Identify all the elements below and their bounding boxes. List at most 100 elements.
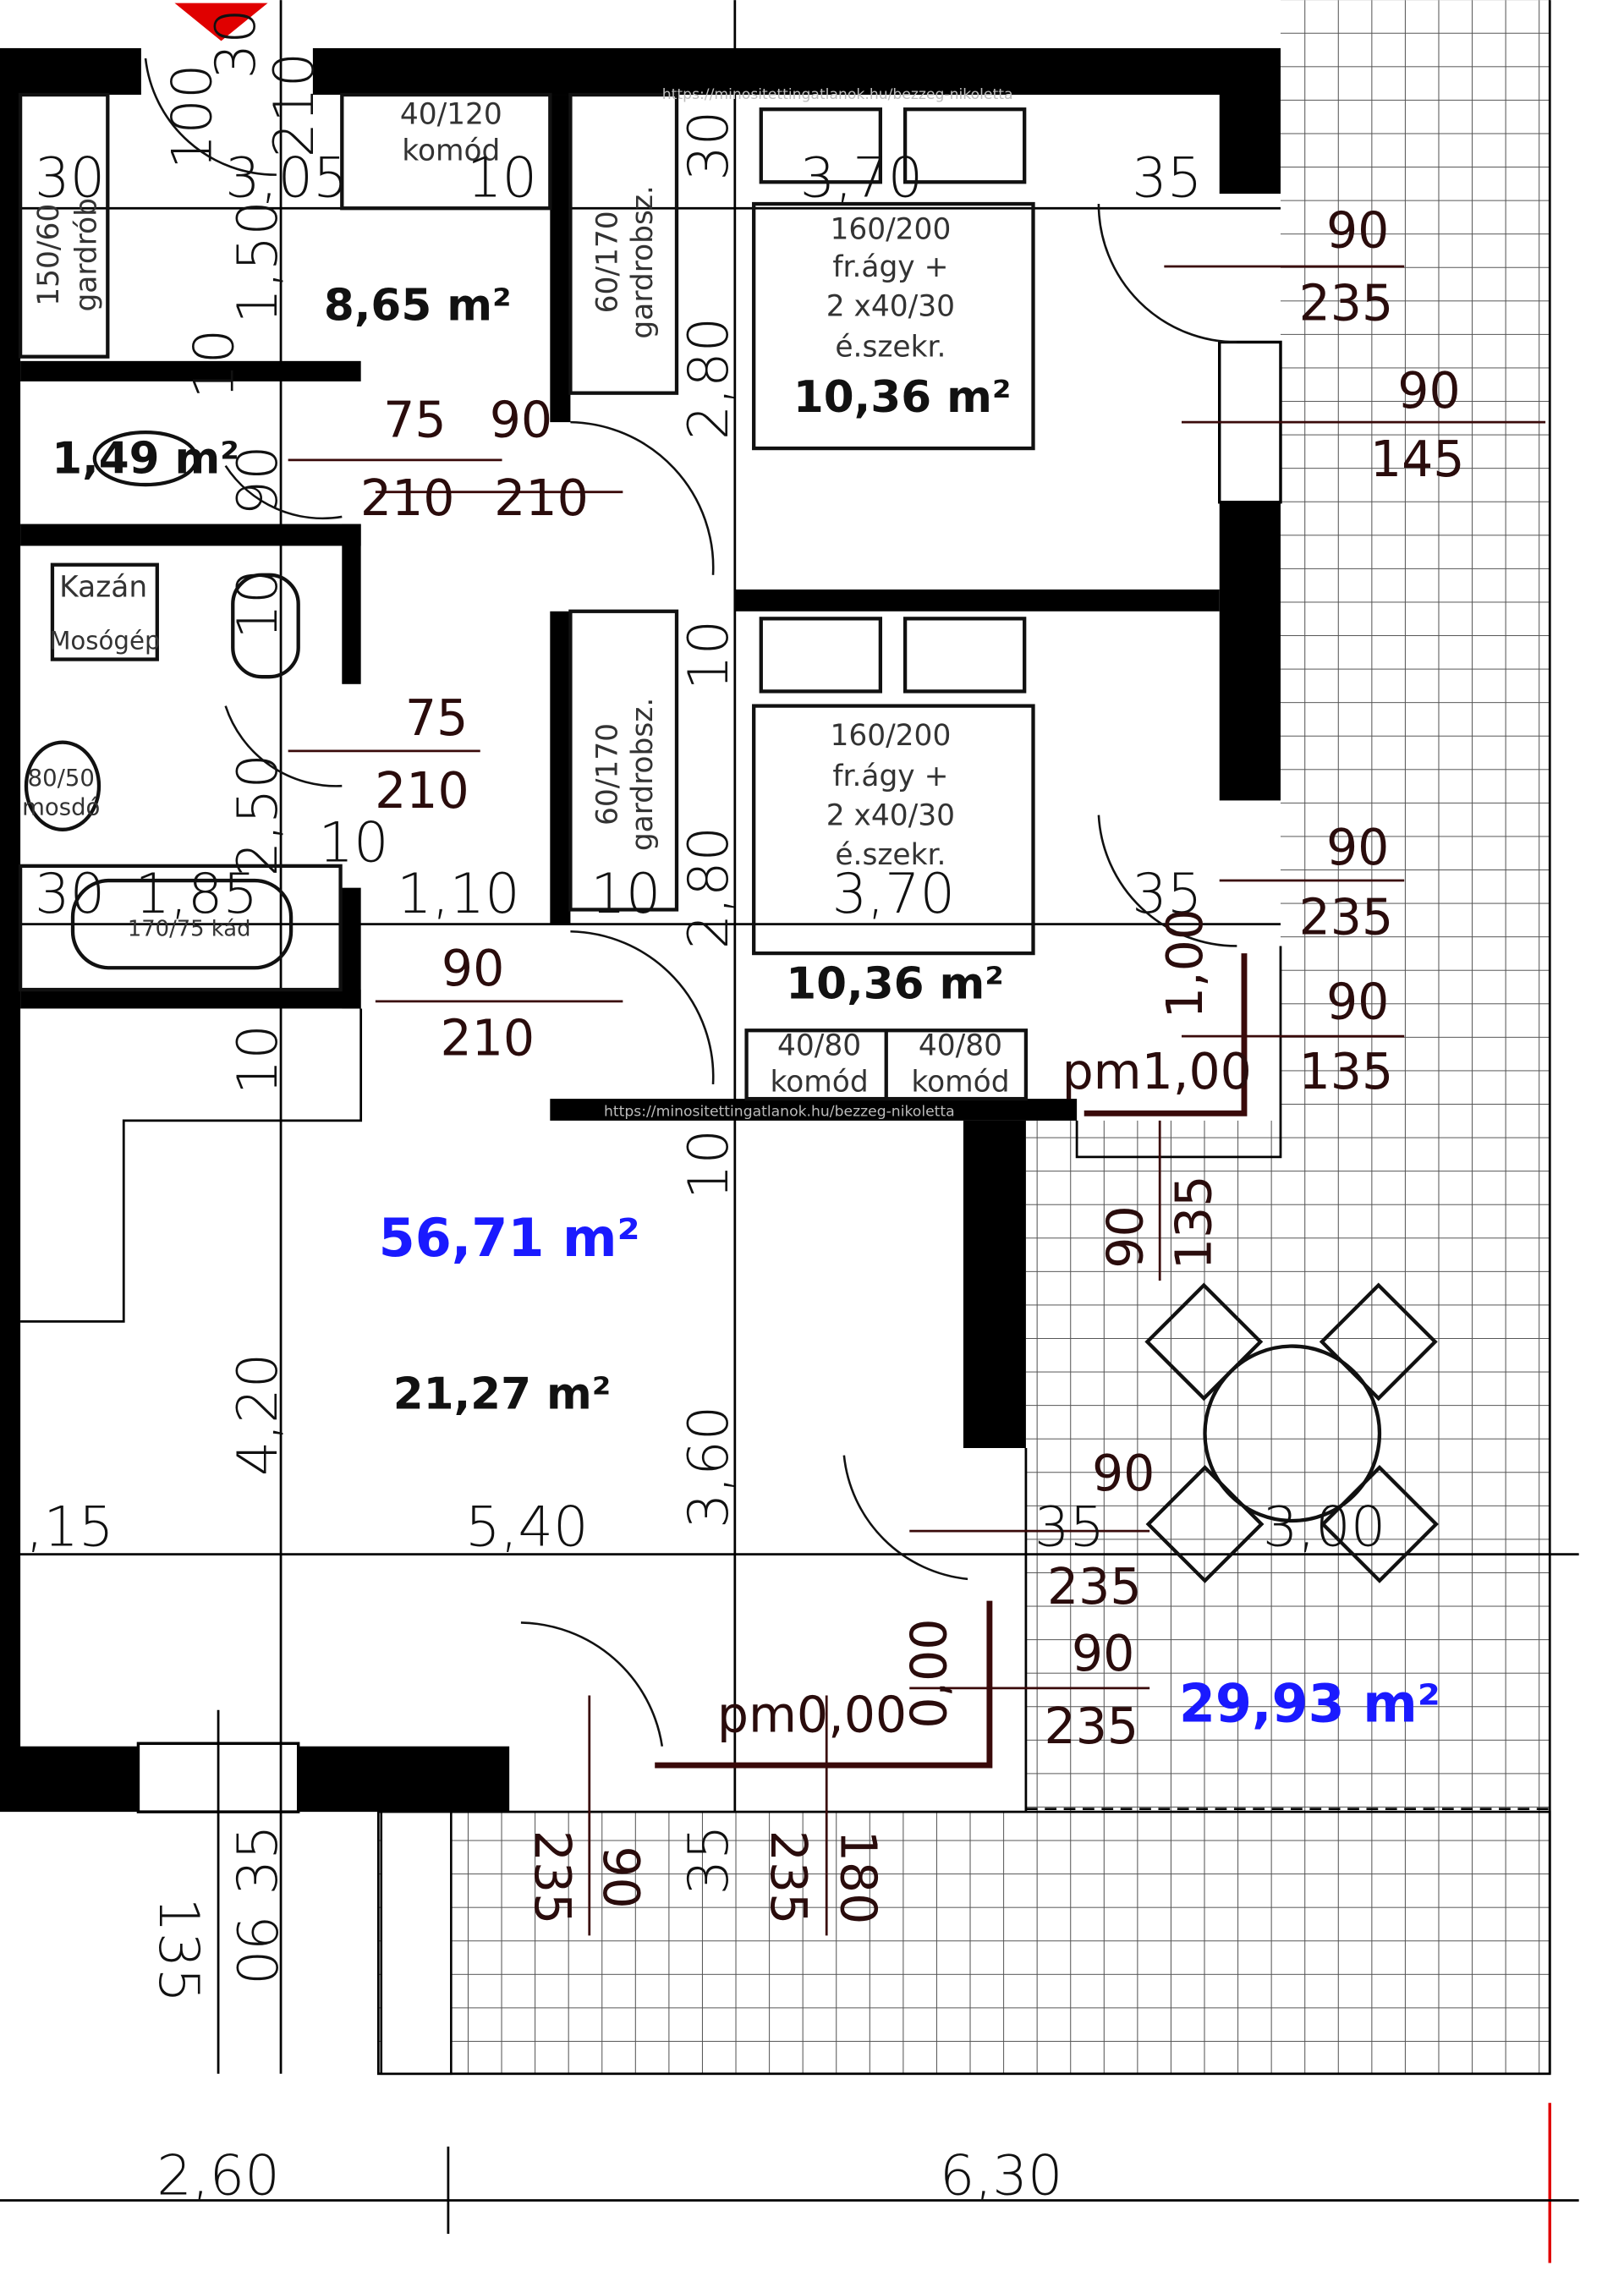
- dimension-label: 90: [223, 1915, 288, 1985]
- dimension-label: 3,70: [832, 862, 956, 926]
- dimension-label: 210: [494, 469, 589, 527]
- dimension-label: 1,00: [1156, 908, 1214, 1018]
- dimension-label: 235: [760, 1830, 817, 1925]
- furniture-label: é.szekr.: [835, 331, 946, 365]
- area-label-bedroom-hall: 8,65 m²: [324, 281, 512, 332]
- furniture-label: 170/75 kád: [128, 916, 251, 941]
- dimension-label: 2,80: [677, 317, 741, 441]
- terrace-tiles: [376, 0, 1551, 2076]
- dimension-label: 10: [226, 569, 290, 639]
- area-label-bedroom1: 10,36 m²: [793, 372, 1012, 423]
- dimension-label: 10: [677, 1129, 741, 1199]
- dimension-label: 90: [1326, 973, 1389, 1030]
- dimension-label: 5,40: [465, 1495, 589, 1559]
- dimension-label: 30: [677, 111, 741, 181]
- furniture-label: komód: [771, 1066, 869, 1100]
- furniture-label: fr.ágy +: [832, 250, 948, 284]
- dimension-label: 35: [1132, 862, 1202, 926]
- furniture-label: 60/170: [590, 211, 624, 313]
- dimension-label: 3,60: [677, 1406, 741, 1529]
- furniture-label: gardrobsz.: [626, 698, 660, 851]
- dimension-label: 3,70: [800, 145, 924, 210]
- dimension-label: 10: [590, 862, 661, 926]
- dimension-label: 135: [1299, 1043, 1394, 1100]
- furniture-label: 80/50: [28, 765, 95, 792]
- dimension-label: 3,00: [1263, 1495, 1386, 1559]
- dimension-label: 210: [441, 1009, 535, 1067]
- furniture-label: Kazán: [59, 571, 147, 605]
- furniture-label: 40/80: [919, 1029, 1002, 1062]
- dimension-label: 30: [204, 8, 268, 79]
- dimension-label: 0,00: [900, 1619, 957, 1729]
- dimension-label: 10: [677, 620, 741, 690]
- dimension-label: 210: [262, 52, 326, 158]
- dimension-label: 235: [1047, 1558, 1142, 1616]
- dimension-label: 90: [442, 940, 504, 997]
- dimension-label: 210: [375, 762, 469, 820]
- dimension-label: 145: [1370, 431, 1465, 488]
- area-label-bedroom2: 10,36 m²: [786, 958, 1004, 1009]
- dimension-label: 30: [35, 862, 105, 926]
- dimension-label: 90: [1326, 819, 1389, 876]
- furniture-label: Mosógép: [49, 626, 160, 655]
- dimension-label: 75: [405, 689, 468, 747]
- dimension-label: 90: [1326, 202, 1389, 260]
- dimension-label: 4,20: [226, 1353, 290, 1477]
- furniture-label: komód: [911, 1066, 1009, 1100]
- dimension-label: 90: [592, 1846, 650, 1908]
- dimension-label: 10: [182, 329, 246, 399]
- dimension-label: 35: [1132, 145, 1202, 210]
- dimension-label: 3,05: [225, 145, 348, 210]
- dimension-label: 235: [1045, 1698, 1139, 1755]
- furniture-label: 160/200: [830, 212, 951, 246]
- dimension-label: 30: [35, 145, 105, 210]
- dimension-label: 90: [1072, 1625, 1134, 1682]
- dimension-label: 2,50: [226, 754, 290, 877]
- furniture-label: gardrobsz.: [626, 185, 660, 338]
- furniture-label: 150/60: [32, 204, 66, 306]
- watermark: https://minositettingatlanok.hu/bezzeg-n…: [662, 86, 1013, 103]
- dimension-label: pm0,00: [717, 1686, 907, 1743]
- furniture-label: komód: [402, 134, 500, 167]
- dimension-label: 35: [226, 1824, 290, 1895]
- furniture-label: é.szekr.: [835, 838, 946, 872]
- entrance-marker-icon: [174, 3, 268, 41]
- furniture-label: 40/80: [777, 1029, 861, 1062]
- furniture: [18, 92, 1439, 1769]
- dimension-label: 235: [1299, 275, 1394, 332]
- dimension-label: 135: [1165, 1176, 1222, 1270]
- dimension-label: 10: [226, 1024, 290, 1094]
- dimension-label: 1,10: [397, 862, 520, 926]
- dimension-label: 35: [1034, 1495, 1105, 1559]
- dimension-labels-vertical: 100 30 210 30 1,50 10 2,80 90 10 10 2,50…: [146, 8, 1222, 2003]
- dimension-label: 180: [829, 1830, 886, 1925]
- furniture-label: 160/200: [830, 719, 951, 753]
- door-swings: [144, 58, 1237, 1747]
- dimension-label: 235: [524, 1830, 581, 1925]
- dimension-label: ,15: [26, 1495, 114, 1559]
- dimension-labels: 30 3,05 10 3,70 35 90 235 90 145 75 90 2…: [26, 145, 1465, 2208]
- dimension-label: 10: [318, 811, 388, 875]
- dimension-label: 135: [146, 1897, 211, 2003]
- dimension-label: 2,80: [677, 826, 741, 950]
- walls: [0, 0, 1579, 2074]
- area-label-total: 56,71 m²: [379, 1208, 640, 1269]
- watermark: https://minositettingatlanok.hu/bezzeg-n…: [604, 1104, 955, 1121]
- area-label-terrace: 29,93 m²: [1179, 1673, 1440, 1734]
- dimension-label: 75: [383, 391, 446, 448]
- dimension-label: 1,85: [134, 862, 258, 926]
- dimension-label: pm1,00: [1062, 1043, 1252, 1100]
- dimension-label: 210: [360, 469, 455, 527]
- furniture-labels: 40/120 komód 150/60 gardrób 60/170 gardr…: [22, 97, 1009, 1099]
- furniture-label: gardrób: [70, 198, 104, 312]
- dimension-label: 90: [490, 391, 552, 448]
- furniture-label: 2 x40/30: [826, 290, 955, 324]
- dimension-label: 2,60: [156, 2144, 280, 2208]
- dimension-label: 100: [160, 63, 224, 169]
- dimension-label: 1,50: [226, 200, 290, 324]
- dimension-lines: [0, 265, 1579, 2235]
- furniture-label: 60/170: [590, 723, 624, 826]
- area-label-wc: 1,49 m²: [52, 433, 239, 484]
- dimension-label: 90: [1092, 1445, 1155, 1502]
